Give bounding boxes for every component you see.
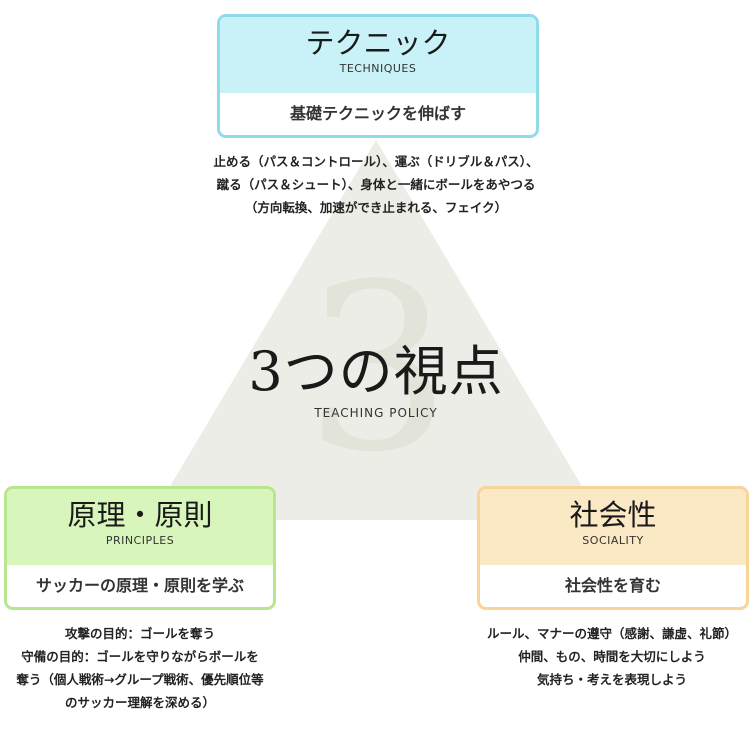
techniques-tagline: 基礎テクニックを伸ばす [289, 104, 466, 123]
techniques-card: テクニック TECHNIQUES 基礎テクニックを伸ばす [217, 14, 539, 138]
techniques-line-1: 止める（パス＆コントロール）、運ぶ（ドリブル＆パス）、 [213, 154, 539, 169]
principles-description: 攻撃の目的：ゴールを奪う 守備の目的：ゴールを守りながらボールを 奪う（個人戦術… [0, 622, 280, 714]
sociality-description: ルール、マナーの遵守（感謝、謙虚、礼節） 仲間、もの、時間を大切にしよう 気持ち… [472, 622, 752, 691]
principles-line-2: 守備の目的：ゴールを守りながらボールを [21, 649, 259, 664]
big-number-3: 3 [304, 236, 452, 503]
principles-tagline: サッカーの原理・原則を学ぶ [35, 576, 244, 595]
center-subtitle: TEACHING POLICY [314, 406, 438, 420]
principles-line-1: 攻撃の目的：ゴールを奪う [64, 626, 215, 641]
techniques-description: 止める（パス＆コントロール）、運ぶ（ドリブル＆パス）、 蹴る（パス＆シュート）、… [176, 150, 576, 219]
principles-line-4: のサッカー理解を深める） [64, 695, 215, 710]
sociality-title: 社会性 [569, 498, 657, 532]
principles-header: 原理・原則 PRINCIPLES [7, 489, 273, 565]
principles-line-3: 奪う（個人戦術→グループ戦術、優先順位等 [16, 672, 264, 687]
sociality-line-2: 仲間、もの、時間を大切にしよう [518, 649, 706, 664]
center-title: 3つの視点 [248, 340, 504, 403]
principles-title: 原理・原則 [67, 498, 213, 532]
techniques-line-3: （方向転換、加速ができ止まれる、フェイク） [244, 200, 508, 215]
techniques-line-2: 蹴る（パス＆シュート）、身体と一緒にボールをあやつる [216, 177, 536, 192]
principles-card: 原理・原則 PRINCIPLES サッカーの原理・原則を学ぶ [4, 486, 276, 610]
techniques-title: テクニック [305, 26, 451, 60]
principles-en-label: PRINCIPLES [105, 534, 175, 547]
sociality-tagline: 社会性を育む [564, 576, 661, 595]
sociality-en-label: SOCIALITY [582, 534, 644, 547]
triangle-shape [150, 140, 602, 520]
techniques-en-label: TECHNIQUES [339, 62, 417, 75]
sociality-line-1: ルール、マナーの遵守（感謝、謙虚、礼節） [486, 626, 737, 641]
sociality-header: 社会性 SOCIALITY [480, 489, 746, 565]
sociality-card: 社会性 SOCIALITY 社会性を育む [477, 486, 749, 610]
techniques-header: テクニック TECHNIQUES [220, 17, 536, 93]
sociality-line-3: 気持ち・考えを表現しよう [536, 672, 687, 687]
